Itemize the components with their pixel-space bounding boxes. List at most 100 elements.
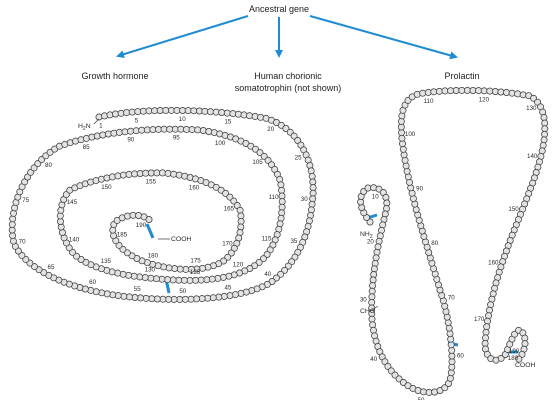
residue-number-label: 185 xyxy=(117,231,128,238)
prl-c-terminus: COOH xyxy=(515,362,535,369)
residue-bead xyxy=(98,289,106,297)
residue-bead xyxy=(518,350,526,358)
residue-bead xyxy=(101,112,108,120)
residue-number-label: 120 xyxy=(233,262,244,269)
residue-number-label: 170 xyxy=(222,240,233,247)
residue-number-label: 40 xyxy=(264,271,271,278)
residue-number-label: 180 xyxy=(508,355,519,362)
residue-number-label: 100 xyxy=(215,140,226,147)
residue-bead xyxy=(205,128,213,135)
residue-number-label: 1 xyxy=(99,122,103,129)
residue-bead xyxy=(147,274,155,282)
growth-hormone-label: Growth hormone xyxy=(81,71,148,81)
residue-bead xyxy=(384,362,392,370)
residue-bead xyxy=(366,218,374,226)
residue-bead xyxy=(277,214,285,222)
residue-bead xyxy=(199,264,206,272)
residue-bead xyxy=(136,273,144,281)
residue-number-label: 45 xyxy=(224,284,231,291)
residue-number-label: 25 xyxy=(295,155,302,162)
residue-bead xyxy=(165,264,173,272)
residue-bead xyxy=(308,172,316,180)
residue-bead xyxy=(215,293,223,301)
residue-bead xyxy=(109,226,117,234)
residue-bead xyxy=(194,126,202,134)
residue-bead xyxy=(539,141,547,149)
residue-bead xyxy=(419,89,427,97)
residue-bead xyxy=(236,206,244,214)
residue-number-label: 145 xyxy=(67,199,78,206)
residue-bead xyxy=(93,132,101,140)
residue-number-label: 60 xyxy=(89,279,96,286)
residue-bead xyxy=(204,263,212,271)
residue-number-label: 80 xyxy=(431,240,438,247)
residue-number-label: 40 xyxy=(370,356,377,363)
residue-number-label: 110 xyxy=(424,98,434,105)
residue-bead xyxy=(307,167,315,175)
residue-number-label: 90 xyxy=(416,185,423,192)
residue-number-label: 155 xyxy=(146,179,157,186)
residue-number-label: 10 xyxy=(179,116,186,123)
residue-number-label: 125 xyxy=(190,269,201,276)
residue-bead xyxy=(402,162,410,170)
gh-n-terminus: H2N xyxy=(78,123,91,132)
prl-n-terminus: NH2 xyxy=(360,231,373,240)
residue-number-label: 180 xyxy=(148,253,159,260)
residue-number-label: 90 xyxy=(127,137,134,144)
residue-bead xyxy=(370,326,377,334)
residue-bead xyxy=(358,204,366,211)
residue-number-label: 160 xyxy=(189,184,200,191)
residue-number-label: 175 xyxy=(190,258,201,265)
arrow-to-growth-hormone xyxy=(116,15,249,59)
residue-bead xyxy=(125,271,133,279)
residue-number-label: 55 xyxy=(134,286,141,293)
residue-bead xyxy=(103,290,111,298)
residue-number-label: 100 xyxy=(405,131,416,138)
residue-number-label: 30 xyxy=(301,196,308,203)
residue-bead xyxy=(30,263,38,271)
residue-number-label: 135 xyxy=(101,258,112,265)
residue-bead xyxy=(125,293,133,301)
residue-bead xyxy=(77,256,85,263)
disulfide-bridge xyxy=(145,223,155,239)
residue-bead xyxy=(218,109,226,116)
residue-bead xyxy=(413,90,421,98)
residue-number-label: 95 xyxy=(173,135,180,142)
residue-number-label: 70 xyxy=(19,238,26,245)
residue-bead xyxy=(219,273,227,281)
residue-number-label: 170 xyxy=(474,316,485,323)
residue-number-label: 190 xyxy=(509,348,520,355)
residue-bead xyxy=(237,223,245,231)
residue-number-label: 130 xyxy=(145,267,156,274)
residue-bead xyxy=(119,171,127,179)
residue-number-label: 75 xyxy=(22,197,29,204)
residue-bead xyxy=(234,110,242,118)
prolactin-label: Prolactin xyxy=(444,71,479,81)
residue-bead xyxy=(112,110,119,118)
residue-bead xyxy=(208,275,216,283)
residue-bead xyxy=(308,200,316,208)
residue-number-label: 190 xyxy=(136,222,147,229)
residue-number-label: 120 xyxy=(479,96,490,103)
gh-c-terminus: COOH xyxy=(171,236,191,243)
residue-number-label: 65 xyxy=(48,264,55,271)
residue-bead xyxy=(375,237,383,245)
residue-bead xyxy=(268,161,276,169)
residue-bead xyxy=(485,312,492,320)
residue-bead xyxy=(277,181,285,189)
residue-bead xyxy=(222,189,230,197)
residue-bead xyxy=(370,265,378,273)
residue-bead xyxy=(103,174,111,182)
residue-bead xyxy=(282,125,290,132)
residue-bead xyxy=(368,315,376,323)
residue-bead xyxy=(445,324,453,332)
residue-bead xyxy=(420,388,427,396)
residue-bead xyxy=(503,89,510,96)
residue-bead xyxy=(231,291,239,299)
residue-bead xyxy=(399,145,407,153)
residue-number-label: 85 xyxy=(83,144,90,151)
residue-number-label: 165 xyxy=(224,205,235,212)
residue-bead xyxy=(171,265,179,273)
residue-bead xyxy=(121,128,129,136)
